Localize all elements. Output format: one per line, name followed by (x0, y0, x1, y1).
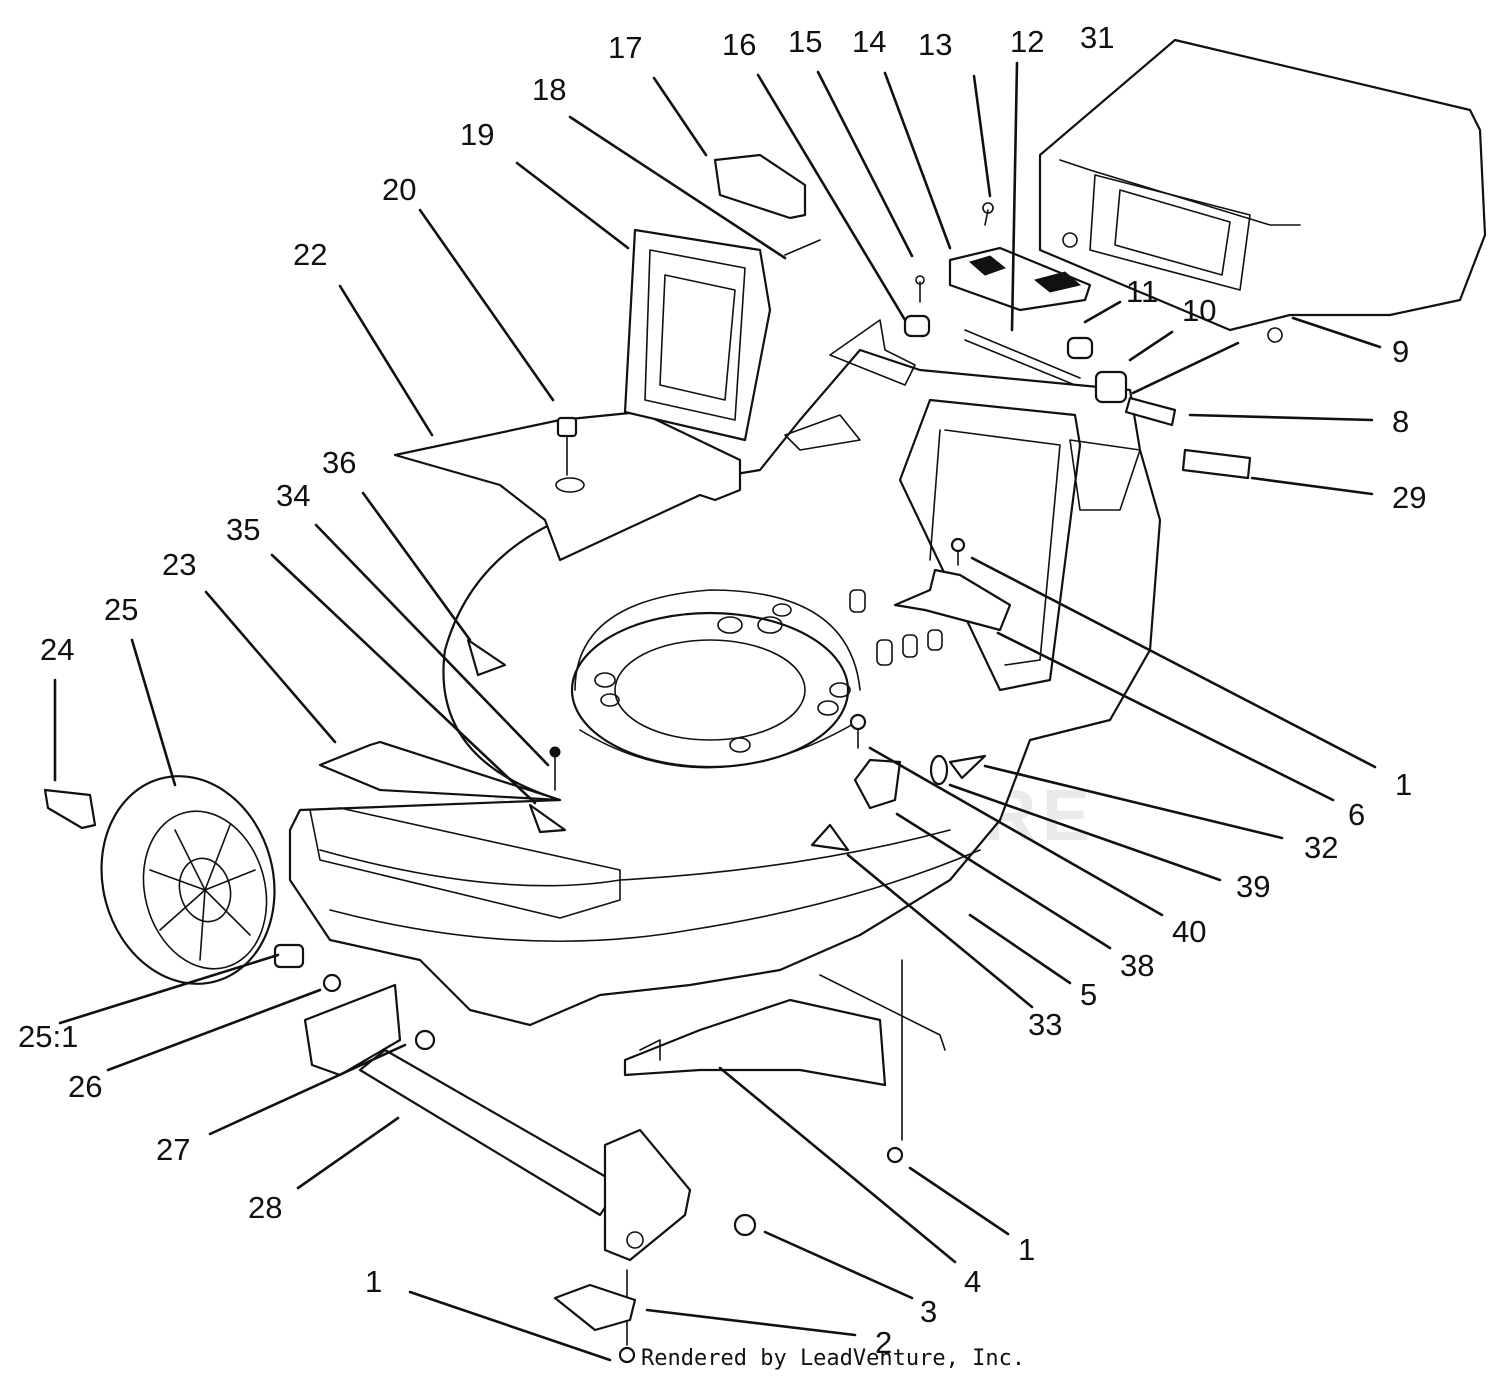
callout-3: 3 (920, 1294, 937, 1329)
callout-23: 23 (162, 547, 196, 582)
callout-14: 14 (852, 24, 886, 59)
baffle-assembly (623, 153, 821, 442)
fasteners (549, 416, 966, 1364)
callout-36: 36 (322, 445, 356, 480)
callout-27: 27 (156, 1132, 190, 1167)
wheel-assembly (43, 775, 757, 1332)
callout-9: 9 (1392, 334, 1409, 369)
callout-19: 19 (460, 117, 494, 152)
rear-door (1038, 38, 1487, 343)
brackets (853, 568, 1012, 810)
callout-34: 34 (276, 478, 310, 513)
callout-25-1: 25:1 (18, 1019, 78, 1054)
callout-8: 8 (1392, 404, 1409, 439)
callout-38: 38 (1120, 948, 1154, 983)
callout-15: 15 (788, 24, 822, 59)
callout-4: 4 (964, 1264, 981, 1299)
callout-22: 22 (293, 237, 327, 272)
callout-20: 20 (382, 172, 416, 207)
footer-credit: Rendered by LeadVenture, Inc. (641, 1346, 1026, 1371)
callout-35: 35 (226, 512, 260, 547)
callout-6: 6 (1348, 797, 1365, 832)
callout-labels: 1 1 1 1 2 3 4 5 6 8 9 10 11 12 13 14 15 … (18, 20, 1426, 1360)
callout-1-center: 1 (1018, 1232, 1035, 1267)
callout-29: 29 (1392, 480, 1426, 515)
callout-10: 10 (1182, 293, 1216, 328)
callout-1-right: 1 (1395, 767, 1412, 802)
callout-11: 11 (1126, 274, 1158, 309)
callout-31: 31 (1080, 20, 1114, 55)
callout-12: 12 (1010, 24, 1044, 59)
callout-17: 17 (608, 30, 642, 65)
warning-decals (466, 638, 987, 852)
callout-18: 18 (532, 72, 566, 107)
callout-16: 16 (722, 27, 756, 62)
callout-32: 32 (1304, 830, 1338, 865)
callout-26: 26 (68, 1069, 102, 1104)
callout-5: 5 (1080, 977, 1097, 1012)
callout-39: 39 (1236, 869, 1270, 904)
callout-24: 24 (40, 632, 74, 667)
mower-deck (288, 319, 1162, 1027)
callout-2: 2 (875, 1325, 892, 1360)
callout-40: 40 (1172, 914, 1206, 949)
callout-33: 33 (1028, 1007, 1062, 1042)
hinge-assembly (903, 202, 1252, 480)
callout-28: 28 (248, 1190, 282, 1225)
callout-13: 13 (918, 27, 952, 62)
rear-baffle (623, 974, 946, 1087)
leader-lines (53, 61, 1382, 1362)
callout-25: 25 (104, 592, 138, 627)
callout-1-bottom: 1 (365, 1264, 382, 1299)
